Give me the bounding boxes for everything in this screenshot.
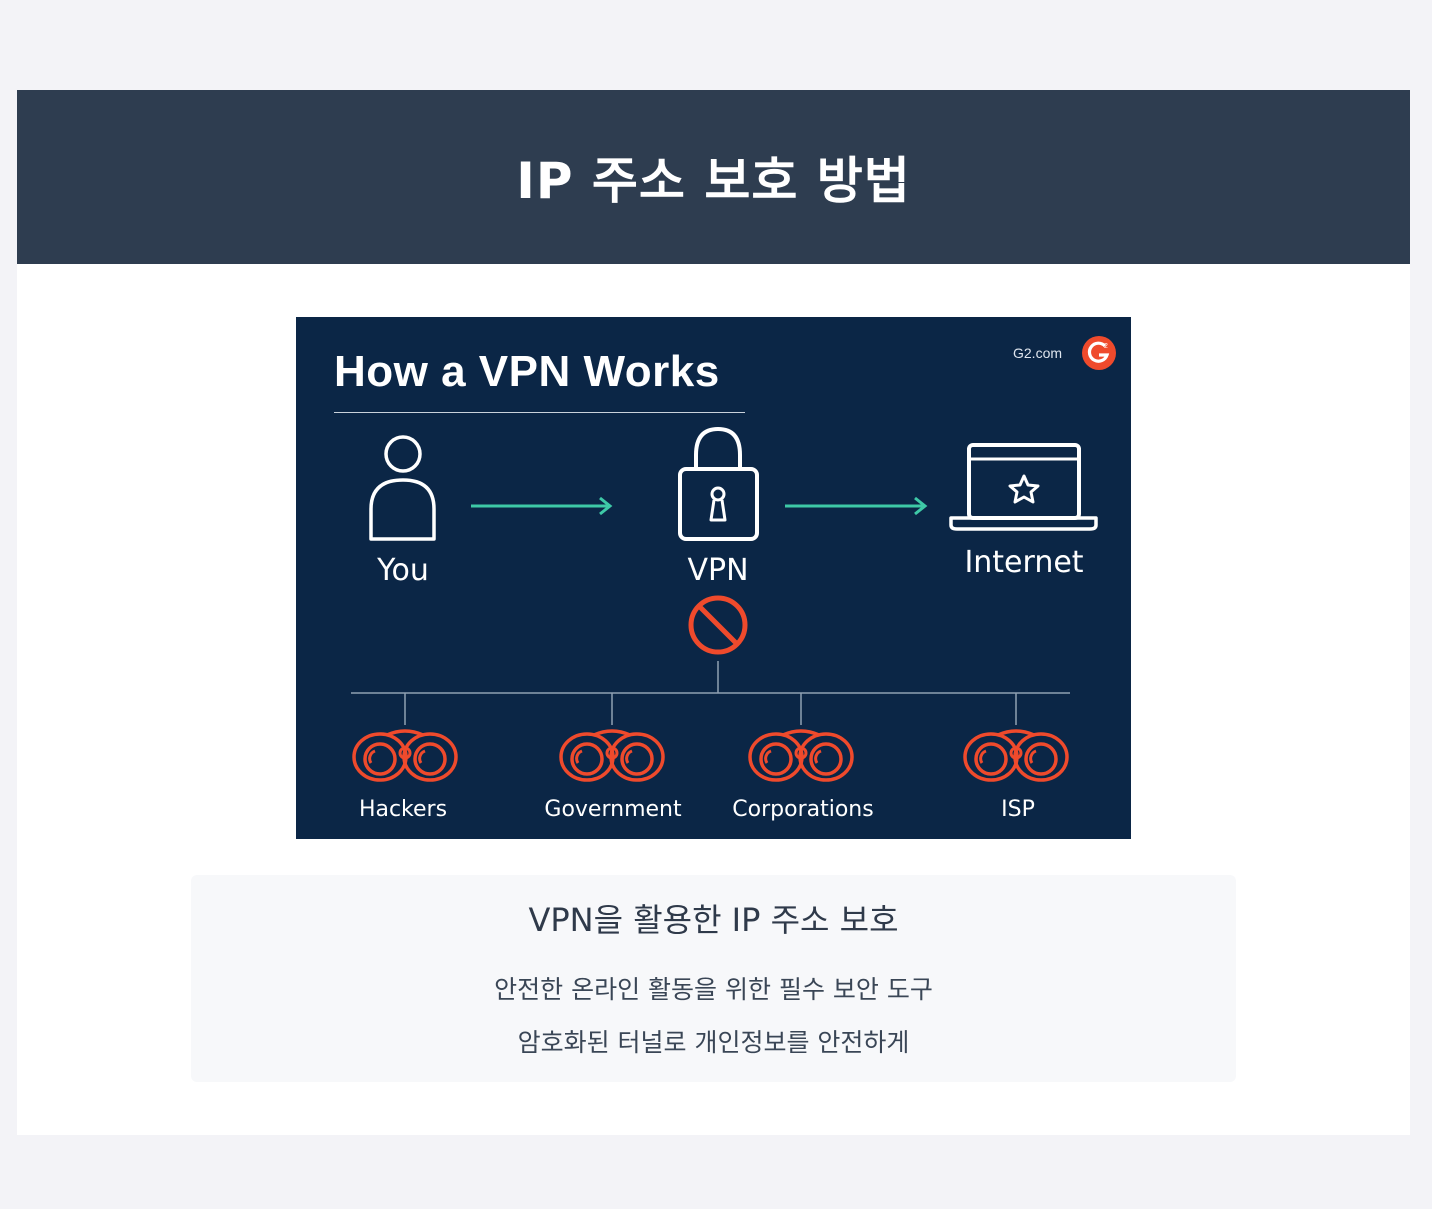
binoculars-icon — [559, 729, 665, 782]
caption-line: 안전한 온라인 활동을 위한 필수 보안 도구 — [494, 975, 933, 1004]
page-title: IP 주소 보호 방법 — [516, 152, 911, 210]
vpn-diagram — [351, 426, 1098, 782]
caption-title: VPN을 활용한 IP 주소 보호 — [528, 901, 899, 939]
caption-line: 암호화된 터널로 개인정보를 안전하게 — [517, 1028, 910, 1057]
brand-text: G2.com — [1013, 345, 1063, 361]
g2-logo-icon: 2 — [1082, 336, 1116, 370]
binoculars-icon — [352, 729, 458, 782]
caption-box: VPN을 활용한 IP 주소 보호 안전한 온라인 활동을 위한 필수 보안 도… — [191, 875, 1236, 1082]
binoculars-icon — [963, 729, 1069, 782]
watcher-label-isp: ISP — [1001, 797, 1035, 822]
node-label-internet: Internet — [964, 545, 1084, 580]
vpn-infographic: How a VPN Works G2.com 2 You VPN Interne… — [296, 317, 1131, 839]
watcher-label-corporations: Corporations — [732, 797, 874, 822]
node-label-you: You — [377, 553, 429, 588]
page-header: IP 주소 보호 방법 — [17, 90, 1410, 264]
node-label-vpn: VPN — [687, 553, 749, 588]
no-entry-icon — [688, 595, 748, 655]
svg-text:2: 2 — [1104, 343, 1108, 350]
watcher-label-government: Government — [544, 797, 682, 822]
arrow-vpn-to-internet — [785, 496, 928, 516]
padlock-icon — [678, 426, 759, 541]
content-card: IP 주소 보호 방법 — [17, 90, 1410, 1135]
watcher-connectors — [351, 661, 1070, 725]
watcher-label-hackers: Hackers — [358, 797, 448, 822]
title-underline — [334, 412, 745, 413]
arrow-you-to-vpn — [471, 496, 613, 516]
infographic-title: How a VPN Works — [334, 347, 720, 396]
person-icon — [369, 435, 436, 541]
laptop-star-icon — [949, 443, 1098, 531]
binoculars-icon — [748, 729, 854, 782]
